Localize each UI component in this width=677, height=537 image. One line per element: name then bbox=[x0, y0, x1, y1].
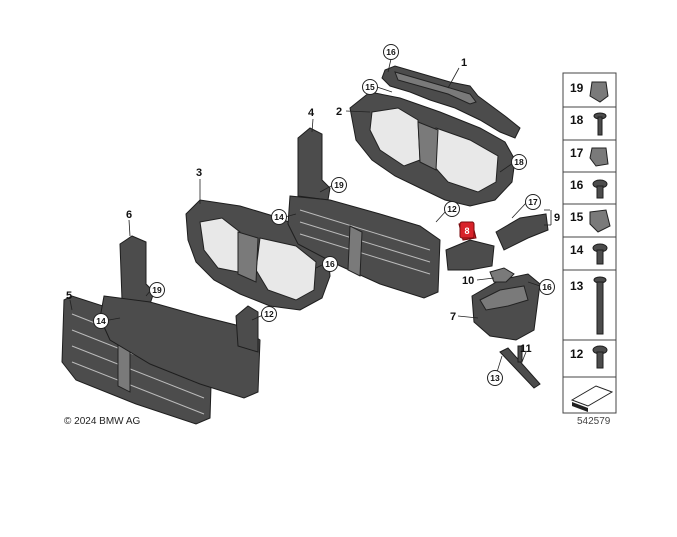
callout-11: 11 bbox=[520, 343, 532, 355]
part-7-side-duct[interactable] bbox=[471, 273, 541, 341]
part-10-bracket[interactable] bbox=[489, 267, 515, 283]
callout-7: 7 bbox=[450, 311, 456, 323]
legend-item-19: 19 bbox=[570, 81, 609, 103]
svg-text:15: 15 bbox=[570, 210, 584, 224]
leader-lines bbox=[69, 58, 552, 373]
svg-text:13: 13 bbox=[570, 279, 584, 293]
circled-14-a: 14 bbox=[271, 209, 287, 225]
circled-13-a: 13 bbox=[487, 370, 503, 386]
circled-19-a: 19 bbox=[331, 177, 347, 193]
svg-text:19: 19 bbox=[152, 285, 162, 295]
arrow-icon bbox=[570, 385, 614, 412]
callout-3: 3 bbox=[196, 167, 202, 179]
svg-text:8: 8 bbox=[464, 226, 469, 236]
svg-text:15: 15 bbox=[365, 82, 375, 92]
part-11-stay[interactable] bbox=[499, 345, 541, 389]
circled-14-b: 14 bbox=[93, 313, 109, 329]
part-4-grille-assembly[interactable] bbox=[287, 127, 441, 299]
parts-legend: 19 18 17 16 15 14 13 12 bbox=[562, 72, 617, 414]
svg-text:12: 12 bbox=[570, 347, 584, 361]
circled-16-b: 16 bbox=[322, 256, 338, 272]
circled-12-b: 12 bbox=[261, 306, 277, 322]
callout-labels: 1 2 3 4 5 6 7 9 10 11 bbox=[66, 57, 560, 355]
svg-text:13: 13 bbox=[490, 373, 500, 383]
part-9-side-seal[interactable] bbox=[445, 213, 549, 271]
legend-item-13: 13 bbox=[570, 276, 607, 335]
part-2-air-duct-frame[interactable] bbox=[349, 91, 516, 207]
svg-text:12: 12 bbox=[264, 309, 274, 319]
svg-text:16: 16 bbox=[542, 282, 552, 292]
callout-1: 1 bbox=[461, 57, 467, 69]
circled-15-a: 15 bbox=[362, 79, 378, 95]
circled-18-a: 18 bbox=[511, 154, 527, 170]
svg-text:12: 12 bbox=[447, 204, 457, 214]
legend-item-18: 18 bbox=[570, 112, 607, 136]
callout-5: 5 bbox=[66, 290, 72, 302]
svg-text:16: 16 bbox=[570, 178, 584, 192]
svg-text:19: 19 bbox=[570, 81, 584, 95]
part-6-lower-carrier[interactable] bbox=[99, 235, 261, 399]
callout-6: 6 bbox=[126, 209, 132, 221]
circled-17-a: 17 bbox=[525, 194, 541, 210]
callout-9: 9 bbox=[554, 212, 560, 224]
circled-callouts: 16 15 18 19 14 12 17 8 16 19 14 12 16 13 bbox=[93, 44, 555, 386]
legend-item-14: 14 bbox=[570, 243, 608, 265]
legend-item-12: 12 bbox=[570, 345, 608, 369]
svg-text:18: 18 bbox=[570, 113, 584, 127]
svg-text:16: 16 bbox=[386, 47, 396, 57]
legend-item-17: 17 bbox=[570, 146, 609, 167]
callout-10: 10 bbox=[462, 275, 474, 287]
circled-8-highlight: 8 bbox=[459, 221, 475, 239]
svg-text:14: 14 bbox=[96, 316, 106, 326]
circled-16-c: 16 bbox=[539, 279, 555, 295]
legend-item-16: 16 bbox=[570, 178, 608, 199]
svg-text:17: 17 bbox=[570, 146, 584, 160]
circled-16-a: 16 bbox=[383, 44, 399, 60]
circled-12-a: 12 bbox=[444, 201, 460, 217]
callout-4: 4 bbox=[308, 107, 315, 119]
circled-19-b: 19 bbox=[149, 282, 165, 298]
part-1-upper-bracket[interactable] bbox=[381, 65, 521, 139]
svg-text:16: 16 bbox=[325, 259, 335, 269]
svg-text:19: 19 bbox=[334, 180, 344, 190]
callout-2: 2 bbox=[336, 106, 342, 118]
svg-text:14: 14 bbox=[570, 243, 584, 257]
legend-item-15: 15 bbox=[570, 209, 611, 233]
svg-text:14: 14 bbox=[274, 212, 284, 222]
svg-text:18: 18 bbox=[514, 157, 524, 167]
image-number: 542579 bbox=[577, 416, 611, 427]
copyright: © 2024 BMW AG bbox=[64, 416, 141, 427]
svg-text:17: 17 bbox=[528, 197, 538, 207]
